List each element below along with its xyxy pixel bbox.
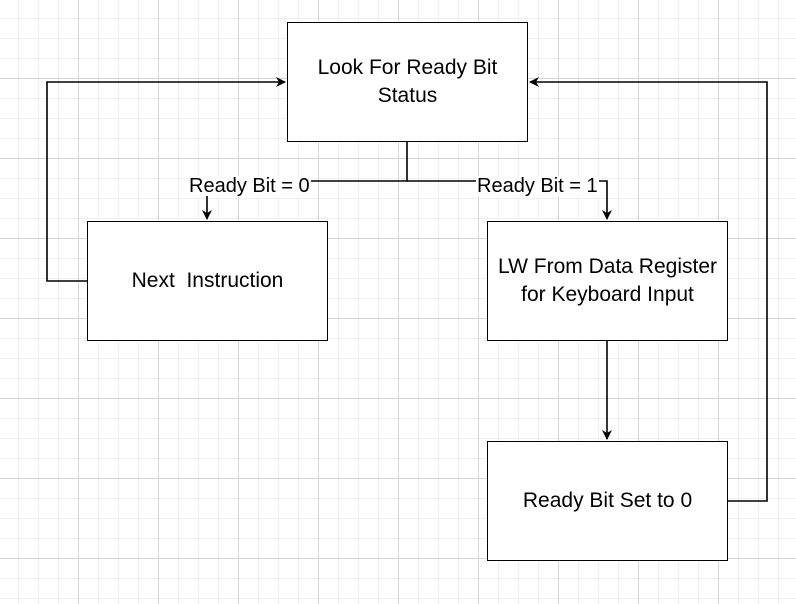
- edge-label-ready-bit-one: Ready Bit = 1: [476, 175, 599, 197]
- node-lw-from-data-register[interactable]: LW From Data Register for Keyboard Input: [487, 221, 728, 341]
- node-label: Ready Bit Set to 0: [522, 489, 693, 512]
- node-label: Look For Ready Bit Status: [317, 56, 504, 107]
- edge-ready-to-look: [529, 77, 768, 502]
- edge-look-to-lw: [407, 180, 612, 220]
- edge-next-to-look: [46, 77, 286, 282]
- node-look-for-ready-bit[interactable]: Look For Ready Bit Status: [287, 22, 528, 142]
- node-next-instruction[interactable]: Next Instruction: [87, 221, 328, 341]
- node-label: Next Instruction: [131, 269, 284, 292]
- node-ready-bit-set[interactable]: Ready Bit Set to 0: [487, 441, 728, 561]
- node-label: LW From Data Register for Keyboard Input: [498, 255, 723, 306]
- edge-label-ready-bit-zero: Ready Bit = 0: [188, 175, 311, 197]
